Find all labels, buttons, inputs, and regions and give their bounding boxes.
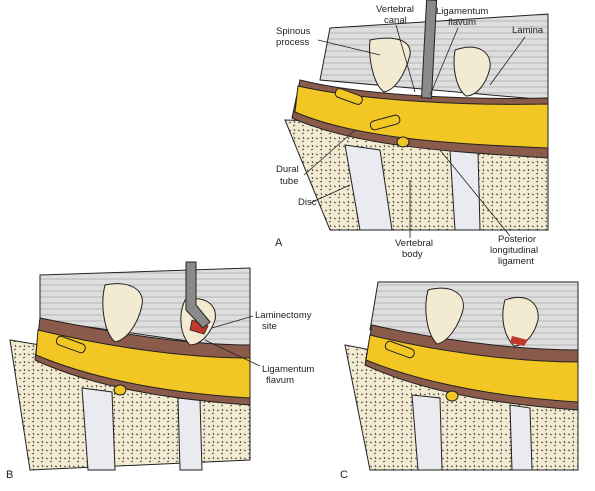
- panel-b: [9, 261, 251, 471]
- label-laminectomy-site-2: site: [262, 321, 277, 332]
- leader-lines-a: [303, 24, 526, 238]
- panel-b-dural-tube: [35, 329, 251, 399]
- label-spinous-process-2: process: [276, 37, 310, 48]
- label-disc: Disc: [298, 197, 317, 208]
- panel-c-dural-tube: [365, 334, 579, 403]
- label-ligamentum-flavum: Ligamentum: [436, 6, 488, 17]
- label-vertebral-canal-2: canal: [384, 15, 407, 26]
- label-lamina: Lamina: [512, 25, 544, 36]
- label-vertebral-canal: Vertebral: [376, 4, 414, 15]
- label-posterior-longitudinal-ligament-3: ligament: [498, 256, 534, 267]
- label-vertebral-body: Vertebral: [395, 238, 433, 249]
- panel-c-lamina: [425, 287, 464, 345]
- panel-a-instrument: [420, 0, 438, 99]
- leader-lines-b: [204, 315, 261, 367]
- panel-c-laminectomy-site: [510, 336, 528, 346]
- panel-a-lamina-2: [453, 46, 491, 97]
- panel-c-lamina-2: [502, 297, 539, 347]
- panel-letter-b: B: [6, 469, 13, 481]
- panel-b-instrument: [185, 261, 211, 329]
- label-posterior-longitudinal-ligament: Posterior: [498, 234, 536, 245]
- panel-b-lamina: [102, 283, 143, 343]
- panel-c: [344, 281, 579, 471]
- panel-b-disc-2: [177, 397, 203, 471]
- panel-c-disc-2: [509, 404, 533, 471]
- label-ligamentum-flavum-b-2: flavum: [266, 375, 294, 386]
- label-posterior-longitudinal-ligament-2: longitudinal: [490, 245, 538, 256]
- panel-a-nerve-roots: [334, 88, 410, 148]
- panel-c-disc: [411, 394, 443, 471]
- panel-c-nerve-roots: [384, 340, 459, 402]
- label-ligamentum-flavum-b: Ligamentum: [262, 364, 314, 375]
- label-spinous-process: Spinous: [276, 26, 311, 37]
- label-dural-tube-2: tube: [280, 176, 299, 187]
- panel-a-labels: Vertebral canal Ligamentum flavum Lamina…: [275, 4, 544, 267]
- label-vertebral-body-2: body: [402, 249, 423, 260]
- panel-b-labels: Laminectomy site Ligamentum flavum B: [6, 310, 314, 481]
- panel-b-nerve-roots: [55, 335, 127, 396]
- panel-a: [284, 0, 549, 231]
- label-laminectomy-site: Laminectomy: [255, 310, 312, 321]
- panel-letter-c: C: [340, 469, 348, 481]
- label-dural-tube: Dural: [276, 164, 299, 175]
- panel-a-disc-2: [449, 149, 481, 231]
- panel-a-disc: [344, 144, 393, 231]
- label-ligamentum-flavum-2: flavum: [448, 17, 476, 28]
- panel-letter-a: A: [275, 237, 283, 249]
- panel-b-disc: [81, 387, 116, 471]
